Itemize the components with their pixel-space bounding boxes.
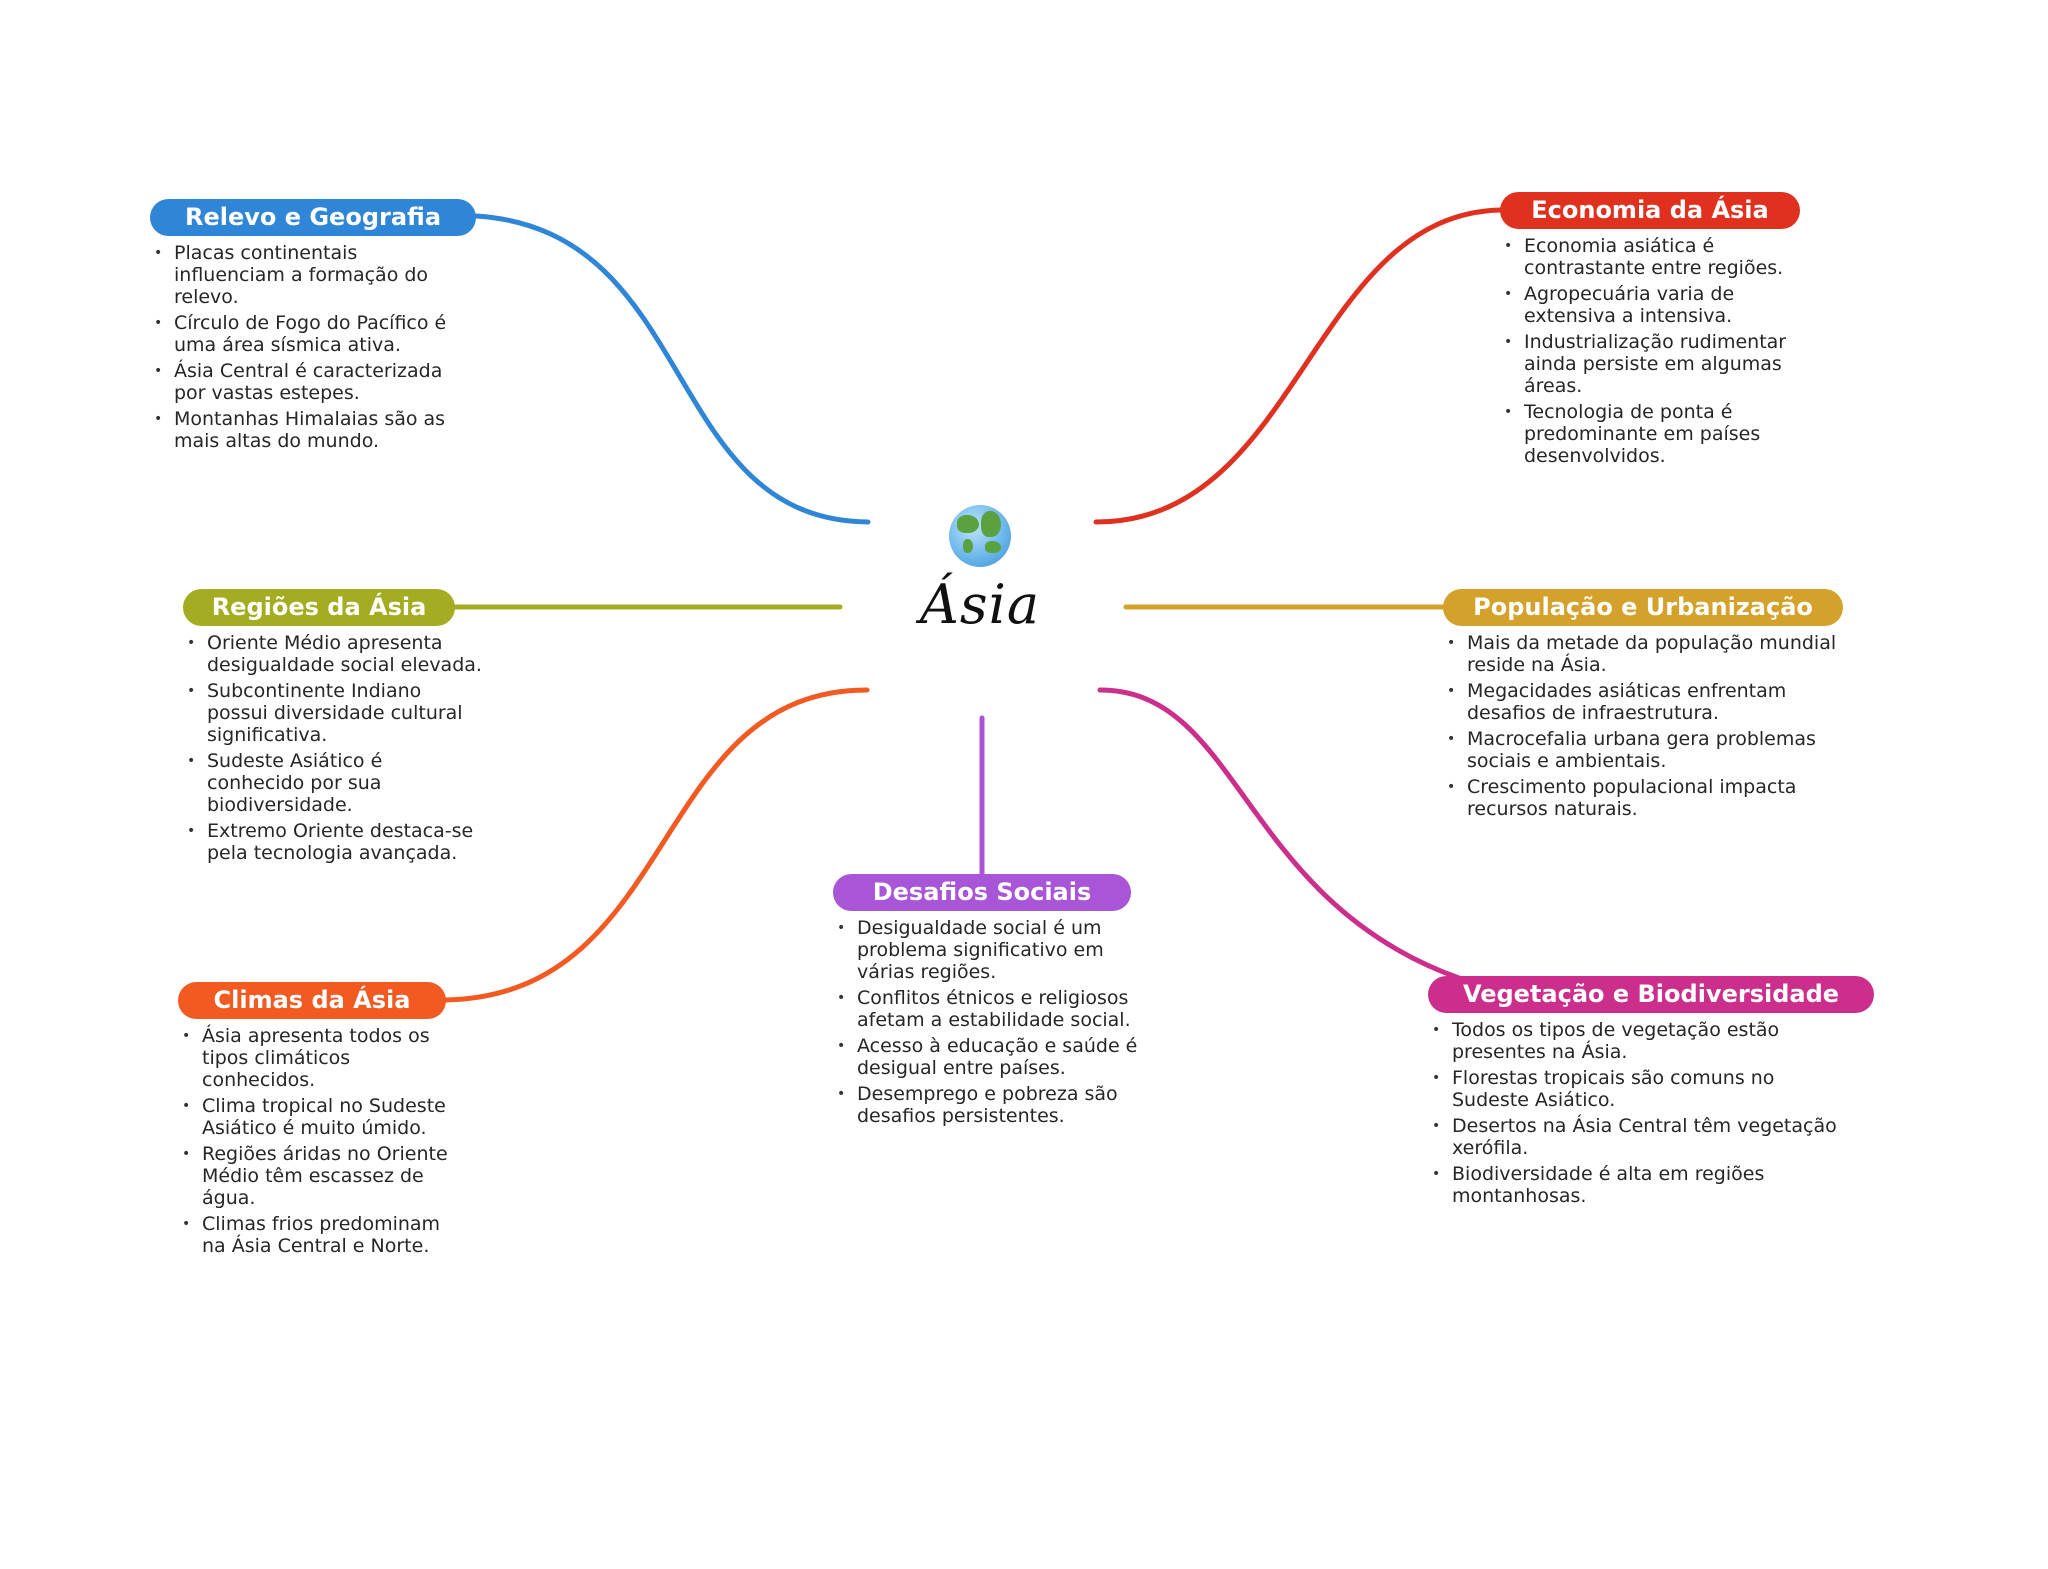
central-topic-title: Ásia — [919, 573, 1041, 636]
topic-populacao-title[interactable]: População e Urbanização — [1443, 589, 1843, 626]
branch-economia: Economia da ÁsiaEconomia asiática é cont… — [1500, 192, 1800, 471]
topic-vegetacao-title[interactable]: Vegetação e Biodiversidade — [1428, 976, 1874, 1013]
subtopic-item[interactable]: Todos os tipos de vegetação estão presen… — [1428, 1019, 1848, 1063]
central-topic[interactable]: Ásia — [900, 505, 1060, 636]
subtopic-item[interactable]: Economia asiática é contrastante entre r… — [1500, 235, 1800, 279]
connector-climas — [443, 687, 870, 1003]
topic-vegetacao-list: Todos os tipos de vegetação estão presen… — [1428, 1019, 1848, 1207]
subtopic-item[interactable]: Ásia apresenta todos os tipos climáticos… — [178, 1025, 468, 1091]
topic-climas-title[interactable]: Climas da Ásia — [178, 982, 446, 1019]
branch-relevo: Relevo e GeografiaPlacas continentais in… — [150, 199, 476, 456]
subtopic-item[interactable]: Regiões áridas no Oriente Médio têm esca… — [178, 1143, 468, 1209]
subtopic-item[interactable]: Extremo Oriente destaca-se pela tecnolog… — [183, 820, 483, 864]
subtopic-item[interactable]: Crescimento populacional impacta recurso… — [1443, 776, 1843, 820]
subtopic-item[interactable]: Desertos na Ásia Central têm vegetação x… — [1428, 1115, 1848, 1159]
topic-populacao-list: Mais da metade da população mundial resi… — [1443, 632, 1843, 820]
subtopic-item[interactable]: Sudeste Asiático é conhecido por sua bio… — [183, 750, 483, 816]
subtopic-item[interactable]: Montanhas Himalaias são as mais altas do… — [150, 408, 470, 452]
topic-climas-list: Ásia apresenta todos os tipos climáticos… — [178, 1025, 468, 1257]
subtopic-item[interactable]: Biodiversidade é alta em regiões montanh… — [1428, 1163, 1848, 1207]
topic-regioes-list: Oriente Médio apresenta desigualdade soc… — [183, 632, 483, 864]
connector-vegetacao — [1097, 687, 1462, 981]
subtopic-item[interactable]: Mais da metade da população mundial resi… — [1443, 632, 1843, 676]
connector-economia — [1093, 207, 1503, 525]
branch-desafios: Desafios SociaisDesigualdade social é um… — [833, 874, 1151, 1131]
subtopic-item[interactable]: Acesso à educação e saúde é desigual ent… — [833, 1035, 1151, 1079]
topic-desafios-list: Desigualdade social é um problema signif… — [833, 917, 1151, 1127]
branch-vegetacao: Vegetação e BiodiversidadeTodos os tipos… — [1428, 976, 1874, 1211]
branch-populacao: População e UrbanizaçãoMais da metade da… — [1443, 589, 1843, 824]
topic-desafios-title[interactable]: Desafios Sociais — [833, 874, 1131, 911]
subtopic-item[interactable]: Agropecuária varia de extensiva a intens… — [1500, 283, 1800, 327]
subtopic-item[interactable]: Desigualdade social é um problema signif… — [833, 917, 1151, 983]
topic-economia-list: Economia asiática é contrastante entre r… — [1500, 235, 1800, 467]
subtopic-item[interactable]: Megacidades asiáticas enfrentam desafios… — [1443, 680, 1843, 724]
subtopic-item[interactable]: Desemprego e pobreza são desafios persis… — [833, 1083, 1151, 1127]
globe-icon — [949, 505, 1011, 567]
topic-regioes-title[interactable]: Regiões da Ásia — [183, 589, 455, 626]
topic-relevo-list: Placas continentais influenciam a formaç… — [150, 242, 470, 452]
subtopic-item[interactable]: Florestas tropicais são comuns no Sudest… — [1428, 1067, 1848, 1111]
subtopic-item[interactable]: Oriente Médio apresenta desigualdade soc… — [183, 632, 483, 676]
subtopic-item[interactable]: Subcontinente Indiano possui diversidade… — [183, 680, 483, 746]
subtopic-item[interactable]: Macrocefalia urbana gera problemas socia… — [1443, 728, 1843, 772]
subtopic-item[interactable]: Placas continentais influenciam a formaç… — [150, 242, 470, 308]
topic-relevo-title[interactable]: Relevo e Geografia — [150, 199, 476, 236]
branch-regioes: Regiões da ÁsiaOriente Médio apresenta d… — [183, 589, 483, 868]
subtopic-item[interactable]: Tecnologia de ponta é predominante em pa… — [1500, 401, 1800, 467]
subtopic-item[interactable]: Climas frios predominam na Ásia Central … — [178, 1213, 468, 1257]
connector-relevo — [473, 213, 871, 525]
subtopic-item[interactable]: Industrialização rudimentar ainda persis… — [1500, 331, 1800, 397]
subtopic-item[interactable]: Ásia Central é caracterizada por vastas … — [150, 360, 470, 404]
subtopic-item[interactable]: Círculo de Fogo do Pacífico é uma área s… — [150, 312, 470, 356]
branch-climas: Climas da ÁsiaÁsia apresenta todos os ti… — [178, 982, 468, 1261]
topic-economia-title[interactable]: Economia da Ásia — [1500, 192, 1800, 229]
subtopic-item[interactable]: Conflitos étnicos e religiosos afetam a … — [833, 987, 1151, 1031]
subtopic-item[interactable]: Clima tropical no Sudeste Asiático é mui… — [178, 1095, 468, 1139]
